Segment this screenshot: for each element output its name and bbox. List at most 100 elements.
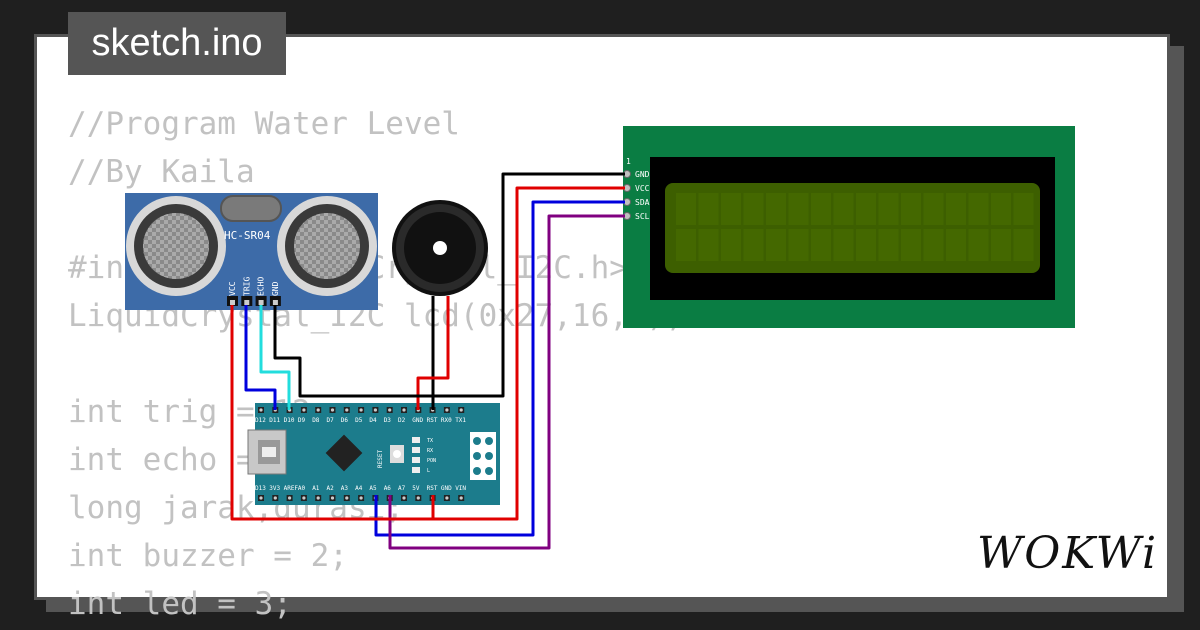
nano-led: [412, 447, 420, 453]
lcd-cell: [968, 193, 989, 225]
wokwi-logo-text: WOKWi: [977, 528, 1155, 579]
nano-pin-label: A3: [341, 485, 349, 492]
lcd-cell: [721, 229, 741, 261]
transducer-right: [277, 196, 377, 296]
lcd-cell: [788, 229, 809, 261]
lcd-cell: [991, 229, 1011, 261]
icsp-pin: [485, 452, 493, 460]
lcd-cell: [856, 229, 876, 261]
nano-pin-label: VIN: [455, 485, 466, 492]
wire-sensor-vcc: [230, 305, 433, 521]
sensor-pin-label: TRIG: [242, 277, 251, 296]
lcd-cell: [811, 193, 831, 225]
nano-pin-label: GND: [441, 485, 452, 492]
nano-led: [412, 437, 420, 443]
nano-pin-label: D12: [255, 417, 266, 424]
usb-connector: [247, 429, 287, 475]
nano-pin-label: A0: [298, 485, 306, 492]
nano-pin-label: D3: [384, 417, 392, 424]
lcd-cell: [856, 193, 876, 225]
nano-led-label: PON: [427, 458, 436, 464]
lcd-cell: [676, 193, 696, 225]
nano-pin-label: A5: [369, 485, 377, 492]
nano-pin-label: A7: [398, 485, 406, 492]
wokwi-logo: WOKWi: [975, 520, 1156, 580]
lcd-cell: [676, 229, 696, 261]
nano-pin-label: 5V: [412, 485, 420, 492]
lcd-cell: [766, 193, 786, 225]
nano-pin-label: D13: [255, 485, 266, 492]
lcd-cell: [788, 193, 809, 225]
lcd-cell: [743, 229, 764, 261]
lcd-cell: [923, 193, 944, 225]
lcd-pin-label: GND: [635, 170, 650, 179]
nano-pin-label: D10: [284, 417, 295, 424]
nano-led-label: TX: [427, 438, 433, 444]
reset-label: RESET: [377, 450, 384, 468]
code-line: //By Kaila: [68, 154, 255, 190]
lcd-cell: [811, 229, 831, 261]
icsp-pin: [473, 437, 481, 445]
wires: [230, 172, 625, 550]
nano-pin-label: D11: [269, 417, 280, 424]
wire-sensor-gnd: [273, 305, 433, 398]
icsp-pin: [485, 437, 493, 445]
lcd-cell: [946, 229, 966, 261]
lcd-pin-label: SDA: [635, 198, 650, 207]
lcd-cell: [721, 193, 741, 225]
sensor-pin-label: GND: [271, 281, 280, 296]
lcd-cell: [878, 229, 899, 261]
nano-pin-label: RST: [427, 417, 438, 424]
code-line: int buzzer = 2;: [68, 538, 348, 574]
lcd-pin-label: VCC: [635, 184, 650, 193]
lcd-cell: [766, 229, 786, 261]
lcd-cell: [878, 193, 899, 225]
wire-sensor-echo: [259, 305, 291, 410]
nano-pin-label: D2: [398, 417, 406, 424]
lcd-character-grid: [676, 193, 1034, 261]
nano-pin-label: A1: [312, 485, 320, 492]
nano-pin-label: AREF: [284, 485, 299, 492]
lcd-cell: [698, 229, 719, 261]
lcd-display[interactable]: 1 GND VCC SDA SCL: [623, 126, 1075, 328]
nano-pin-label: GND: [412, 417, 423, 424]
nano-pin-label: D4: [369, 417, 377, 424]
lcd-cell: [1013, 193, 1034, 225]
lcd-cell: [901, 193, 921, 225]
lcd-cell: [833, 229, 854, 261]
nano-led: [412, 467, 420, 473]
nano-pin-label: RX0: [441, 417, 452, 424]
nano-pin-label: D5: [355, 417, 363, 424]
nano-pin-label: A2: [327, 485, 335, 492]
nano-led-label: RX: [427, 448, 433, 454]
nano-board: [255, 403, 500, 505]
nano-pin-label: A6: [384, 485, 392, 492]
icsp-pin: [485, 467, 493, 475]
nano-pin-label: D7: [327, 417, 335, 424]
code-line: //Program Water Level: [68, 106, 460, 142]
wire-vcc-lcd: [431, 186, 625, 521]
nano-pin-label: A4: [355, 485, 363, 492]
lcd-cell: [1013, 229, 1034, 261]
code-line: int led = 3;: [68, 586, 292, 622]
lcd-cell: [968, 229, 989, 261]
file-tab[interactable]: sketch.ino: [68, 12, 286, 75]
transducer-left: [126, 196, 226, 296]
buzzer[interactable]: [392, 200, 488, 296]
lcd-cell: [698, 193, 719, 225]
lcd-pin-label: SCL: [635, 212, 650, 221]
icsp-pin: [473, 467, 481, 475]
wire-scl-lcd: [388, 214, 625, 550]
wire-buzzer-signal: [416, 296, 450, 410]
nano-pin-label: D8: [312, 417, 320, 424]
lcd-pin1-label: 1: [626, 157, 631, 166]
nano-pin-label: D6: [341, 417, 349, 424]
nano-pin-label: RST: [427, 485, 438, 492]
